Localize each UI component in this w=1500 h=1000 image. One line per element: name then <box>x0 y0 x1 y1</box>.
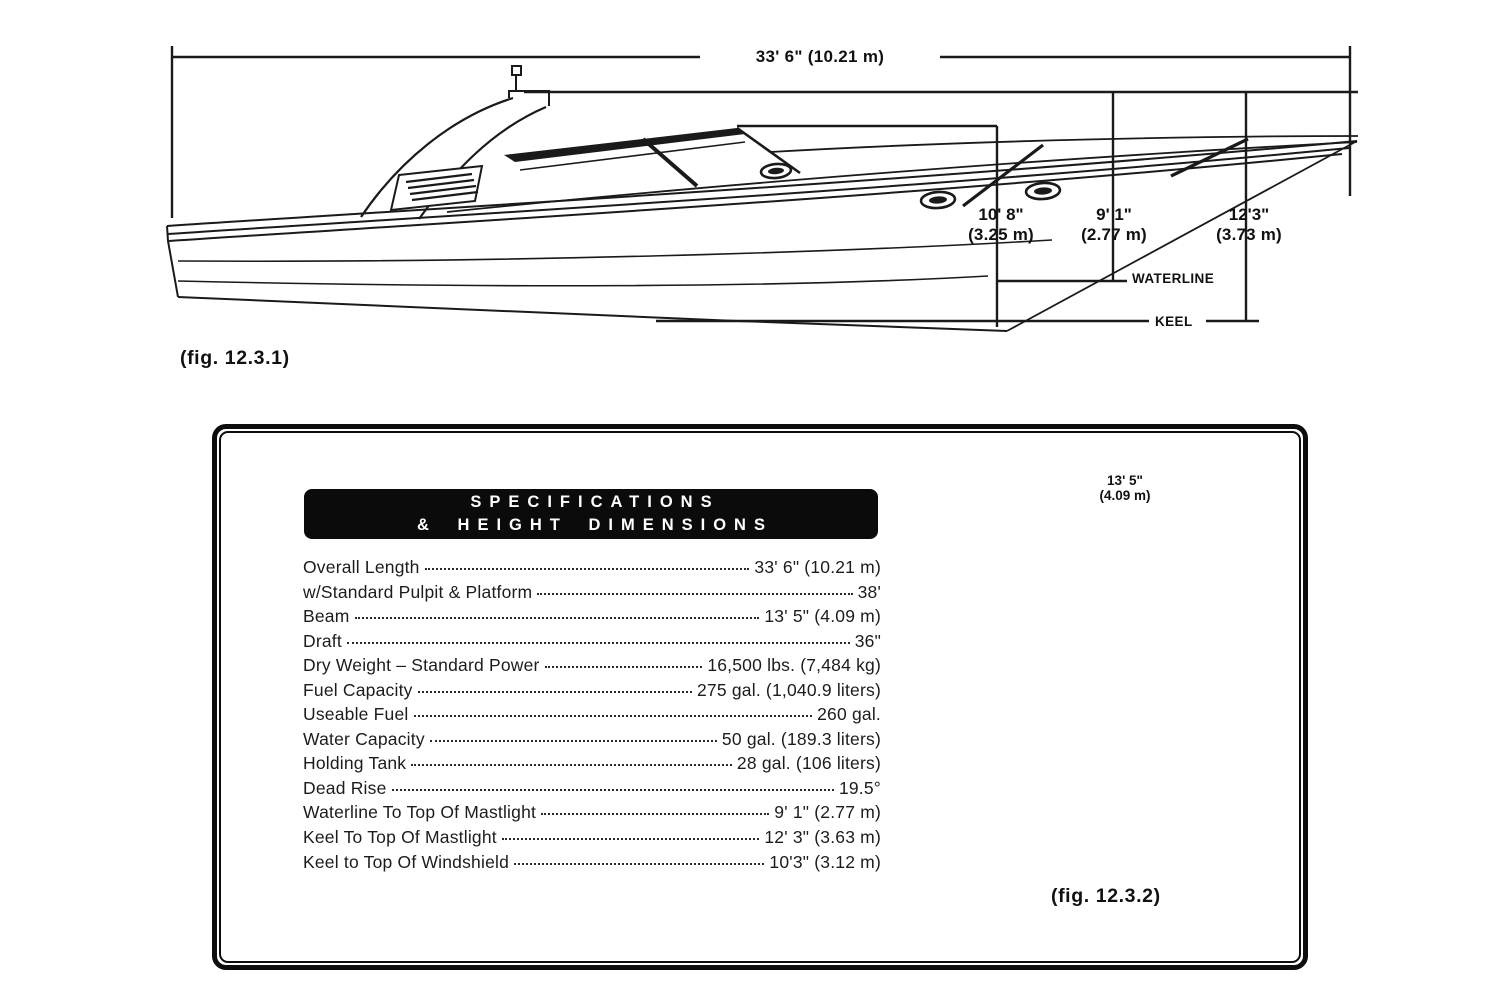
dot-leader <box>411 764 732 767</box>
spec-value: 36" <box>854 630 881 651</box>
spec-label: Keel to Top Of Windshield <box>303 851 510 872</box>
dot-leader <box>391 788 834 791</box>
figure1-caption: (fig. 12.3.1) <box>180 347 290 369</box>
dot-leader <box>429 739 717 742</box>
spec-value: 260 gal. <box>817 704 881 725</box>
spec-value: 13' 5" (4.09 m) <box>764 606 881 627</box>
dimension-feet: 12'3" <box>1228 205 1270 224</box>
spec-label: Overall Length <box>303 557 420 577</box>
waterline-label: WATERLINE <box>1132 271 1215 286</box>
spec-value: 275 gal. (1,040.9 liters) <box>697 679 881 700</box>
spec-row: Waterline To Top Of Mastlight 9' 1" (2.77… <box>303 802 881 827</box>
spec-label: Waterline To Top Of Mastlight <box>303 802 537 823</box>
beam-feet: 13' 5" <box>1107 473 1143 488</box>
dimension-label-keel-to-mastlight: 12'3" (3.73 m) <box>1189 205 1309 245</box>
spec-value: 33' 6" (10.21 m) <box>754 557 881 577</box>
mastlight <box>511 65 522 76</box>
dimension-feet: 10' 8" <box>978 205 1024 224</box>
spec-value: 38' <box>857 581 881 602</box>
spec-value: 28 gal. (106 liters) <box>736 753 881 774</box>
dimension-label-windshield-height: 10' 8" (3.25 m) <box>941 205 1061 245</box>
spec-row: Fuel Capacity 275 gal. (1,040.9 liters) <box>303 680 881 705</box>
dot-leader <box>501 838 760 841</box>
dot-leader <box>544 666 703 669</box>
spec-label: Keel To Top Of Mastlight <box>303 827 497 848</box>
spec-row: Keel To Top Of Mastlight 12' 3" (3.63 m) <box>303 827 881 852</box>
specifications-title-line1: SPECIFICATIONS <box>470 493 720 511</box>
spec-label: Water Capacity <box>303 728 425 749</box>
dimension-metric: (3.25 m) <box>968 225 1034 244</box>
keel-label: KEEL <box>1155 314 1193 329</box>
spec-row: Keel to Top Of Windshield 10'3" (3.12 m) <box>303 852 881 877</box>
specifications-header: SPECIFICATIONS & HEIGHT DIMENSIONS <box>304 489 878 539</box>
beam-metric: (4.09 m) <box>1099 488 1151 503</box>
dot-leader <box>541 813 770 816</box>
dimension-feet: 9' 1" <box>1096 205 1132 224</box>
spec-row: Dry Weight – Standard Power 16,500 lbs. (… <box>303 655 881 680</box>
overall-length-dimension-label: 33' 6" (10.21 m) <box>700 47 940 67</box>
dimension-metric: (2.77 m) <box>1081 225 1147 244</box>
spec-row: Useable Fuel 260 gal. <box>303 704 881 729</box>
dimension-metric: (3.73 m) <box>1216 225 1282 244</box>
spec-label: Holding Tank <box>303 753 407 774</box>
dot-leader <box>417 690 692 693</box>
side-profile-hull <box>166 140 1358 332</box>
dot-leader <box>354 617 760 620</box>
spec-row: Draft 36" <box>303 631 881 656</box>
specifications-box <box>212 424 1308 970</box>
spec-value: 10'3" (3.12 m) <box>769 851 881 872</box>
spec-value: 50 gal. (189.3 liters) <box>721 728 881 749</box>
spec-label: Dead Rise <box>303 777 387 798</box>
dot-leader <box>346 641 850 644</box>
dimension-label-waterline-to-mastlight: 9' 1" (2.77 m) <box>1054 205 1174 245</box>
spec-list: Overall Length 33' 6" (10.21 m) w/Standard… <box>303 557 881 876</box>
spec-label: Fuel Capacity <box>303 679 413 700</box>
spec-row: Dead Rise 19.5° <box>303 778 881 803</box>
figure2-caption: (fig. 12.3.2) <box>1051 885 1161 907</box>
spec-value: 16,500 lbs. (7,484 kg) <box>707 655 881 676</box>
spec-label: Beam <box>303 606 350 627</box>
radar-arch <box>360 65 550 220</box>
spec-value: 9' 1" (2.77 m) <box>774 802 881 823</box>
spec-row: Water Capacity 50 gal. (189.3 liters) <box>303 729 881 754</box>
spec-row: Beam 13' 5" (4.09 m) <box>303 606 881 631</box>
spec-value: 12' 3" (3.63 m) <box>764 827 881 848</box>
spec-value: 19.5° <box>838 777 881 798</box>
spec-label: w/Standard Pulpit & Platform <box>303 581 533 602</box>
spec-label: Useable Fuel <box>303 704 409 725</box>
spec-label: Dry Weight – Standard Power <box>303 655 540 676</box>
beam-dimension-label: 13' 5" (4.09 m) <box>1065 473 1185 503</box>
spec-row: Overall Length 33' 6" (10.21 m) <box>303 557 881 582</box>
dot-leader <box>514 862 765 865</box>
dot-leader <box>413 715 813 718</box>
spec-label: Draft <box>303 630 342 651</box>
dot-leader <box>537 592 853 595</box>
windshield-and-rail <box>504 126 1359 208</box>
spec-row: w/Standard Pulpit & Platform 38' <box>303 582 881 607</box>
specifications-title-line2: & HEIGHT DIMENSIONS <box>417 516 773 534</box>
dot-leader <box>424 568 750 570</box>
spec-row: Holding Tank 28 gal. (106 liters) <box>303 753 881 778</box>
portholes <box>759 162 1062 210</box>
